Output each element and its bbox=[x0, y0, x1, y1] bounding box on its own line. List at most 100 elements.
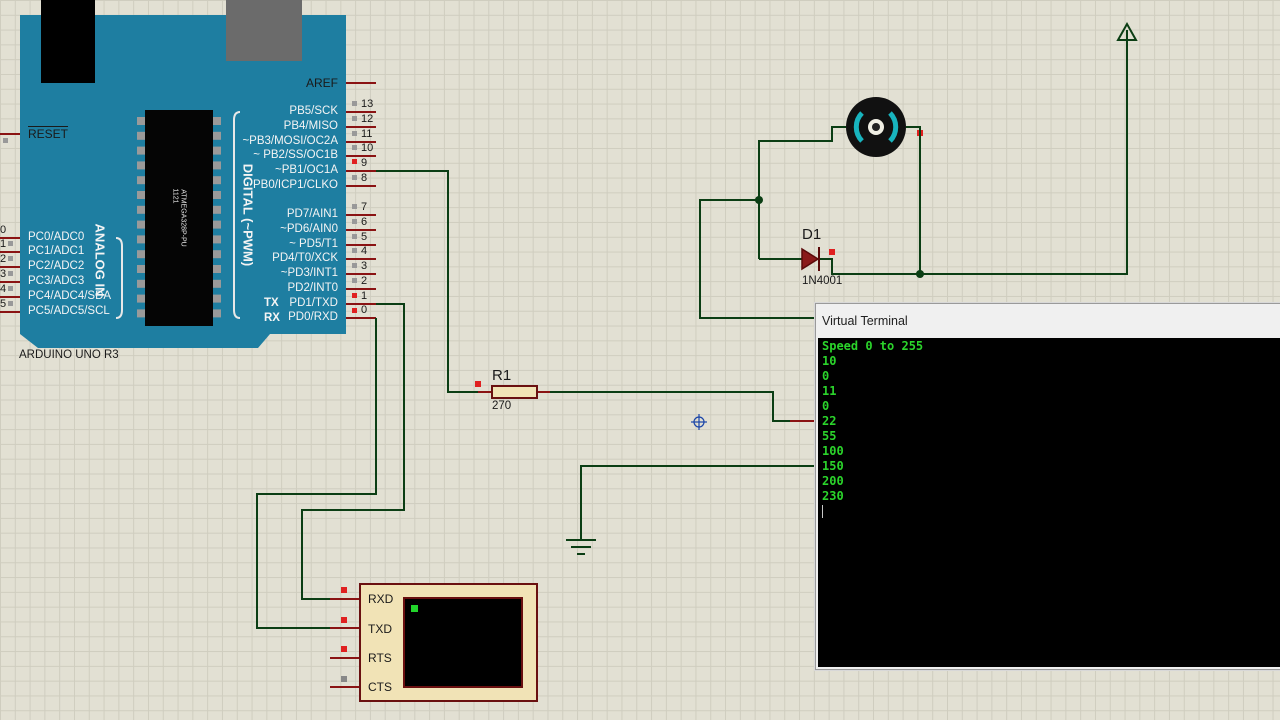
analog-pin-number: 4 bbox=[0, 283, 7, 295]
digital-pin-number: 8 bbox=[361, 172, 368, 184]
analog-pin-label: PC3/ADC3 bbox=[28, 275, 85, 287]
usb-connector bbox=[41, 0, 95, 83]
chip-pin bbox=[213, 176, 221, 185]
analog-pin-label: PC4/ADC4/SDA bbox=[28, 290, 112, 302]
chip-pin bbox=[137, 294, 145, 303]
digital-pin-number: 1 bbox=[361, 290, 368, 302]
digital-pin-number: 12 bbox=[361, 113, 374, 125]
chip-label: ATMEGA328P-PU bbox=[179, 189, 187, 247]
chip-pin bbox=[213, 161, 221, 170]
atmega-chip[interactable] bbox=[145, 110, 213, 326]
digital-pin-label: PD2/INT0 bbox=[287, 282, 339, 294]
chip-pin bbox=[213, 265, 221, 273]
chip-code-label: 1121 bbox=[171, 188, 179, 204]
terminal-line: 230 bbox=[822, 489, 844, 503]
serial-pin-rts: RTS bbox=[368, 651, 392, 665]
component-stubs bbox=[330, 391, 815, 688]
text-cursor bbox=[822, 505, 823, 518]
tx-label: TX bbox=[264, 297, 279, 309]
analog-pin-label: PC2/ADC2 bbox=[28, 260, 85, 272]
analog-pin-label: PC5/ADC5/SCL bbox=[28, 305, 110, 317]
power-jack bbox=[226, 0, 302, 61]
analog-pin-number: 2 bbox=[0, 253, 7, 265]
chip-pin bbox=[213, 279, 221, 288]
analog-pin-number: 1 bbox=[0, 238, 7, 250]
serial-indicator bbox=[411, 605, 418, 612]
digital-pin-label: ~ PB2/SS/OC1B bbox=[253, 149, 338, 161]
analog-pin-label: PC0/ADC0 bbox=[28, 231, 85, 243]
digital-pin-number: 6 bbox=[361, 216, 368, 228]
resistor-r1[interactable] bbox=[491, 385, 538, 399]
terminal-line: 55 bbox=[822, 429, 837, 443]
digital-pin-label: ~PD3/INT1 bbox=[280, 267, 338, 279]
chip-pin bbox=[213, 235, 221, 244]
analog-title: ANALOG IN bbox=[92, 223, 108, 297]
digital-pin-label: PB0/ICP1/CLKO bbox=[252, 179, 338, 191]
terminal-line: 22 bbox=[822, 414, 837, 428]
chip-pin bbox=[213, 191, 221, 199]
junction-dot bbox=[916, 270, 924, 278]
chip-pin bbox=[137, 265, 145, 273]
chip-pin bbox=[137, 161, 145, 170]
digital-pin-label: ~PB3/MOSI/OC2A bbox=[242, 135, 338, 147]
terminal-line: 0 bbox=[822, 369, 830, 383]
dc-motor[interactable] bbox=[846, 97, 906, 157]
digital-pin-label: PB4/MISO bbox=[283, 120, 338, 132]
digital-pin-number: 10 bbox=[361, 142, 374, 154]
digital-pin-number: 5 bbox=[361, 231, 368, 243]
virtual-terminal-title: Virtual Terminal bbox=[822, 314, 908, 328]
junction-dot bbox=[755, 196, 763, 204]
arduino-name-label: ARDUINO UNO R3 bbox=[19, 349, 119, 361]
chip-pin bbox=[137, 309, 145, 318]
chip-pin bbox=[137, 191, 145, 199]
digital-bracket bbox=[233, 111, 241, 319]
analog-bracket bbox=[115, 237, 123, 319]
chip-pin bbox=[213, 205, 221, 214]
chip-pin bbox=[213, 294, 221, 303]
chip-pin bbox=[213, 131, 221, 140]
chip-pin bbox=[137, 117, 145, 125]
serial-terminal-screen bbox=[403, 597, 523, 688]
terminal-line: Speed 0 to 255 bbox=[822, 339, 924, 353]
power-terminal-icon[interactable] bbox=[1116, 21, 1138, 41]
diode-value: 1N4001 bbox=[802, 275, 843, 287]
digital-pin-label: ~PD6/AIN0 bbox=[280, 223, 338, 235]
digital-pin-label: PD4/T0/XCK bbox=[272, 252, 338, 264]
terminal-line: 150 bbox=[822, 459, 844, 473]
chip-pin bbox=[137, 146, 145, 155]
chip-pins bbox=[137, 117, 221, 318]
chip-pin bbox=[137, 205, 145, 214]
terminal-line: 11 bbox=[822, 384, 837, 398]
serial-pin-rxd: RXD bbox=[368, 592, 394, 606]
digital-pin-number: 3 bbox=[361, 260, 368, 272]
serial-pin-cts: CTS bbox=[368, 680, 392, 694]
serial-pin-txd: TXD bbox=[368, 622, 392, 636]
chip-pin bbox=[137, 176, 145, 185]
chip-pin bbox=[137, 131, 145, 140]
arduino-pin-stubs bbox=[0, 82, 376, 319]
digital-pin-label: PD0/RXD bbox=[288, 311, 338, 323]
terminal-line: 100 bbox=[822, 444, 844, 458]
digital-pin-number: 11 bbox=[361, 128, 373, 140]
terminal-line: 200 bbox=[822, 474, 844, 488]
reset-label: RESET bbox=[28, 127, 69, 141]
analog-pin-number: 3 bbox=[0, 268, 7, 280]
digital-pin-label: PB5/SCK bbox=[289, 105, 338, 117]
terminal-cursor-line bbox=[822, 504, 923, 519]
ground-icon[interactable] bbox=[566, 539, 596, 555]
digital-pin-number: 7 bbox=[361, 201, 368, 213]
diode-ref: D1 bbox=[802, 226, 822, 243]
wires bbox=[256, 30, 1128, 629]
chip-pin bbox=[137, 220, 145, 229]
analog-pin-label: PC1/ADC1 bbox=[28, 245, 85, 257]
digital-pin-number: 2 bbox=[361, 275, 368, 287]
digital-pin-label: PD7/AIN1 bbox=[286, 208, 338, 220]
diode-d1[interactable] bbox=[801, 247, 820, 271]
chip-pin bbox=[213, 309, 221, 318]
digital-pin-number: 9 bbox=[361, 157, 368, 169]
rx-label: RX bbox=[264, 312, 280, 324]
